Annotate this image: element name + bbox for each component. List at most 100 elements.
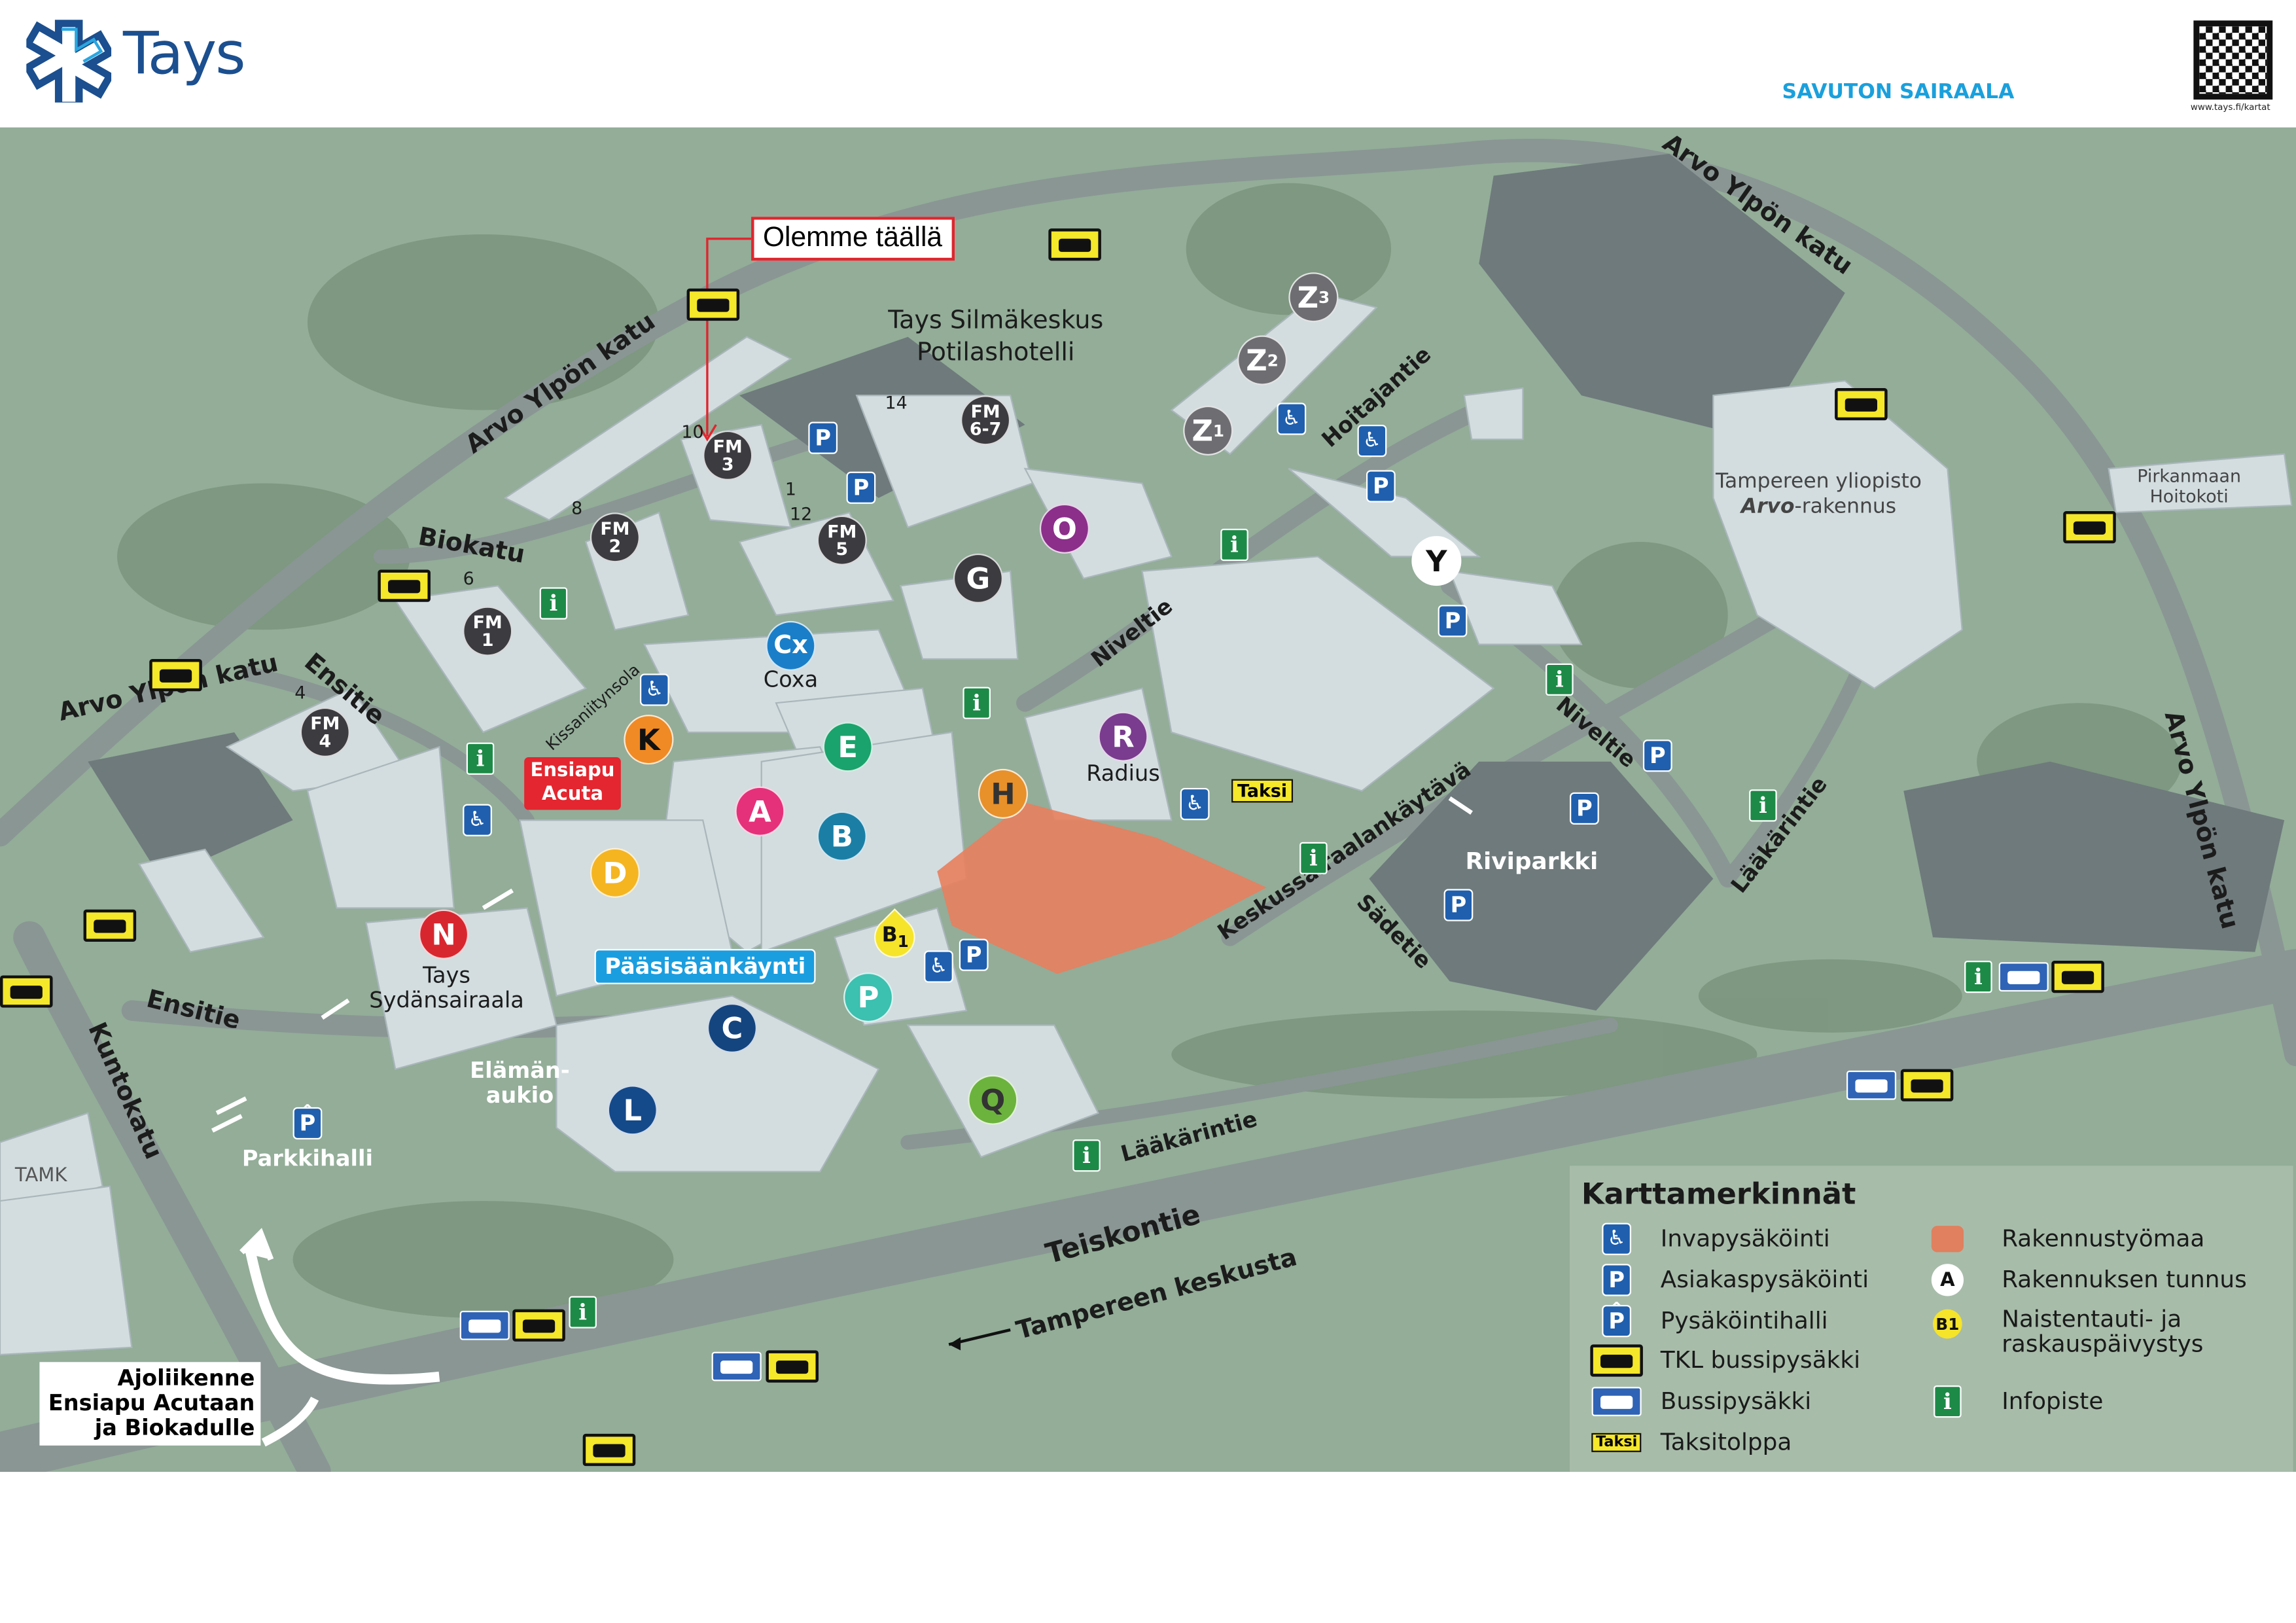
building-marker-a[interactable]: A (735, 786, 785, 836)
bus-stop-icon[interactable] (1998, 962, 2049, 992)
accessible-parking-icon[interactable] (1180, 787, 1210, 821)
main-entrance-callout: Pääsisäänkäynti (594, 949, 816, 984)
legend-construction-swatch (1931, 1226, 1964, 1253)
legend-item: Asiakaspysäköinti (1660, 1265, 1869, 1294)
marker-label: FM (600, 518, 630, 539)
tkl-bus-stop-icon[interactable] (686, 288, 740, 321)
parking-hall-icon[interactable] (292, 1101, 323, 1140)
smoke-free-tagline: SAVUTON SAIRAALA (1782, 80, 2015, 104)
building-marker-o[interactable]: O (1039, 503, 1089, 554)
building-marker-h[interactable]: H (978, 768, 1029, 819)
label-elamanaukio: Elämän-aukio (470, 1058, 570, 1109)
tkl-bus-stop-icon[interactable] (83, 909, 137, 942)
tkl-bus-stop-icon[interactable] (378, 569, 431, 602)
tkl-bus-stop-icon[interactable] (2063, 511, 2116, 544)
tkl-bus-stop-icon[interactable] (1900, 1069, 1954, 1101)
info-point-icon[interactable] (1749, 789, 1777, 822)
legend-info-icon (1934, 1385, 1962, 1418)
accessible-parking-icon[interactable] (924, 950, 953, 983)
building-marker-l[interactable]: L (607, 1085, 658, 1135)
parking-icon[interactable] (1642, 740, 1672, 772)
building-marker-n[interactable]: N (419, 909, 469, 959)
brand-name: Tays (122, 20, 246, 88)
bus-stop-icon[interactable] (1846, 1070, 1897, 1100)
driving-directions-box: Ajoliikenne Ensiapu Acutaan ja Biokadull… (39, 1362, 261, 1446)
info-point-icon[interactable] (1545, 663, 1574, 696)
parking-icon[interactable] (1438, 605, 1468, 637)
marker-label: FM (713, 436, 743, 457)
bus-stop-icon[interactable] (711, 1351, 762, 1382)
tkl-bus-stop-icon[interactable] (0, 975, 53, 1008)
accessible-parking-icon[interactable] (1357, 424, 1387, 457)
label-riviparkki: Riviparkki (1465, 847, 1598, 876)
tkl-bus-stop-icon[interactable] (582, 1433, 636, 1467)
marker-subscript: 1 (1948, 1314, 1960, 1334)
building-marker-e[interactable]: E (822, 722, 873, 772)
building-marker-g[interactable]: G (953, 553, 1003, 604)
tkl-bus-stop-icon[interactable] (1835, 388, 1888, 421)
info-point-icon[interactable] (963, 687, 991, 719)
info-point-icon[interactable] (1072, 1139, 1101, 1172)
building-marker-p[interactable]: P (843, 972, 894, 1023)
info-point-icon[interactable] (466, 742, 495, 775)
legend-item: Rakennustyömaa (2002, 1224, 2205, 1253)
parking-icon[interactable] (1443, 889, 1474, 921)
accessible-parking-icon[interactable] (1277, 402, 1307, 435)
entrance-number: 6 (463, 568, 474, 589)
label-line: Hoitokoti (2149, 486, 2229, 507)
info-point-icon[interactable] (1220, 528, 1248, 562)
tkl-bus-stop-icon[interactable] (2051, 961, 2104, 993)
marker-label: B (881, 923, 897, 948)
tkl-bus-stop-icon[interactable] (512, 1309, 565, 1342)
info-point-icon[interactable] (1964, 961, 1992, 993)
accessible-parking-icon[interactable] (639, 673, 669, 706)
tkl-bus-stop-icon[interactable] (149, 659, 202, 692)
parking-icon[interactable] (959, 938, 989, 971)
parking-icon[interactable] (1366, 470, 1396, 503)
info-point-icon[interactable] (539, 587, 568, 620)
info-point-icon[interactable] (1299, 842, 1328, 875)
marker-subscript: 3 (1318, 287, 1330, 307)
building-marker-r[interactable]: R (1098, 711, 1148, 762)
tkl-bus-stop-icon[interactable] (766, 1350, 819, 1383)
parking-icon[interactable] (846, 471, 876, 504)
label-line: aukio (486, 1082, 554, 1109)
building-marker-cx[interactable]: Cx (766, 620, 816, 671)
qr-code[interactable] (2193, 20, 2273, 100)
marker-label: FM (472, 612, 503, 633)
building-marker-d[interactable]: D (590, 847, 640, 898)
accessible-parking-icon[interactable] (463, 804, 492, 836)
marker-label: 3 (721, 454, 734, 475)
parking-icon[interactable] (808, 421, 838, 454)
marker-label: FM (827, 521, 857, 543)
building-marker-b[interactable]: B (817, 811, 867, 861)
legend-item: TKL bussipysäkki (1660, 1346, 1861, 1374)
building-marker-y[interactable]: Y (1411, 536, 1462, 586)
entrance-number: 10 (681, 421, 704, 442)
entrance-number: 8 (571, 497, 583, 519)
legend-line: Naistentauti- ja (2002, 1304, 2182, 1333)
building-marker-c[interactable]: C (707, 1003, 757, 1054)
marker-subscript: 1 (896, 932, 908, 952)
driving-line-3: ja Biokadulle (94, 1414, 255, 1442)
info-point-icon[interactable] (569, 1296, 597, 1329)
tkl-bus-stop-icon[interactable] (1048, 228, 1101, 261)
entrance-number: 4 (294, 682, 306, 704)
legend-tkl-bus-icon (1590, 1344, 1643, 1377)
parking-icon[interactable] (1570, 792, 1599, 825)
building-marker-q[interactable]: Q (968, 1075, 1018, 1125)
label-tamk: TAMK (14, 1165, 67, 1187)
bus-stop-icon[interactable] (459, 1310, 510, 1340)
building-marker-k[interactable]: K (624, 715, 674, 765)
